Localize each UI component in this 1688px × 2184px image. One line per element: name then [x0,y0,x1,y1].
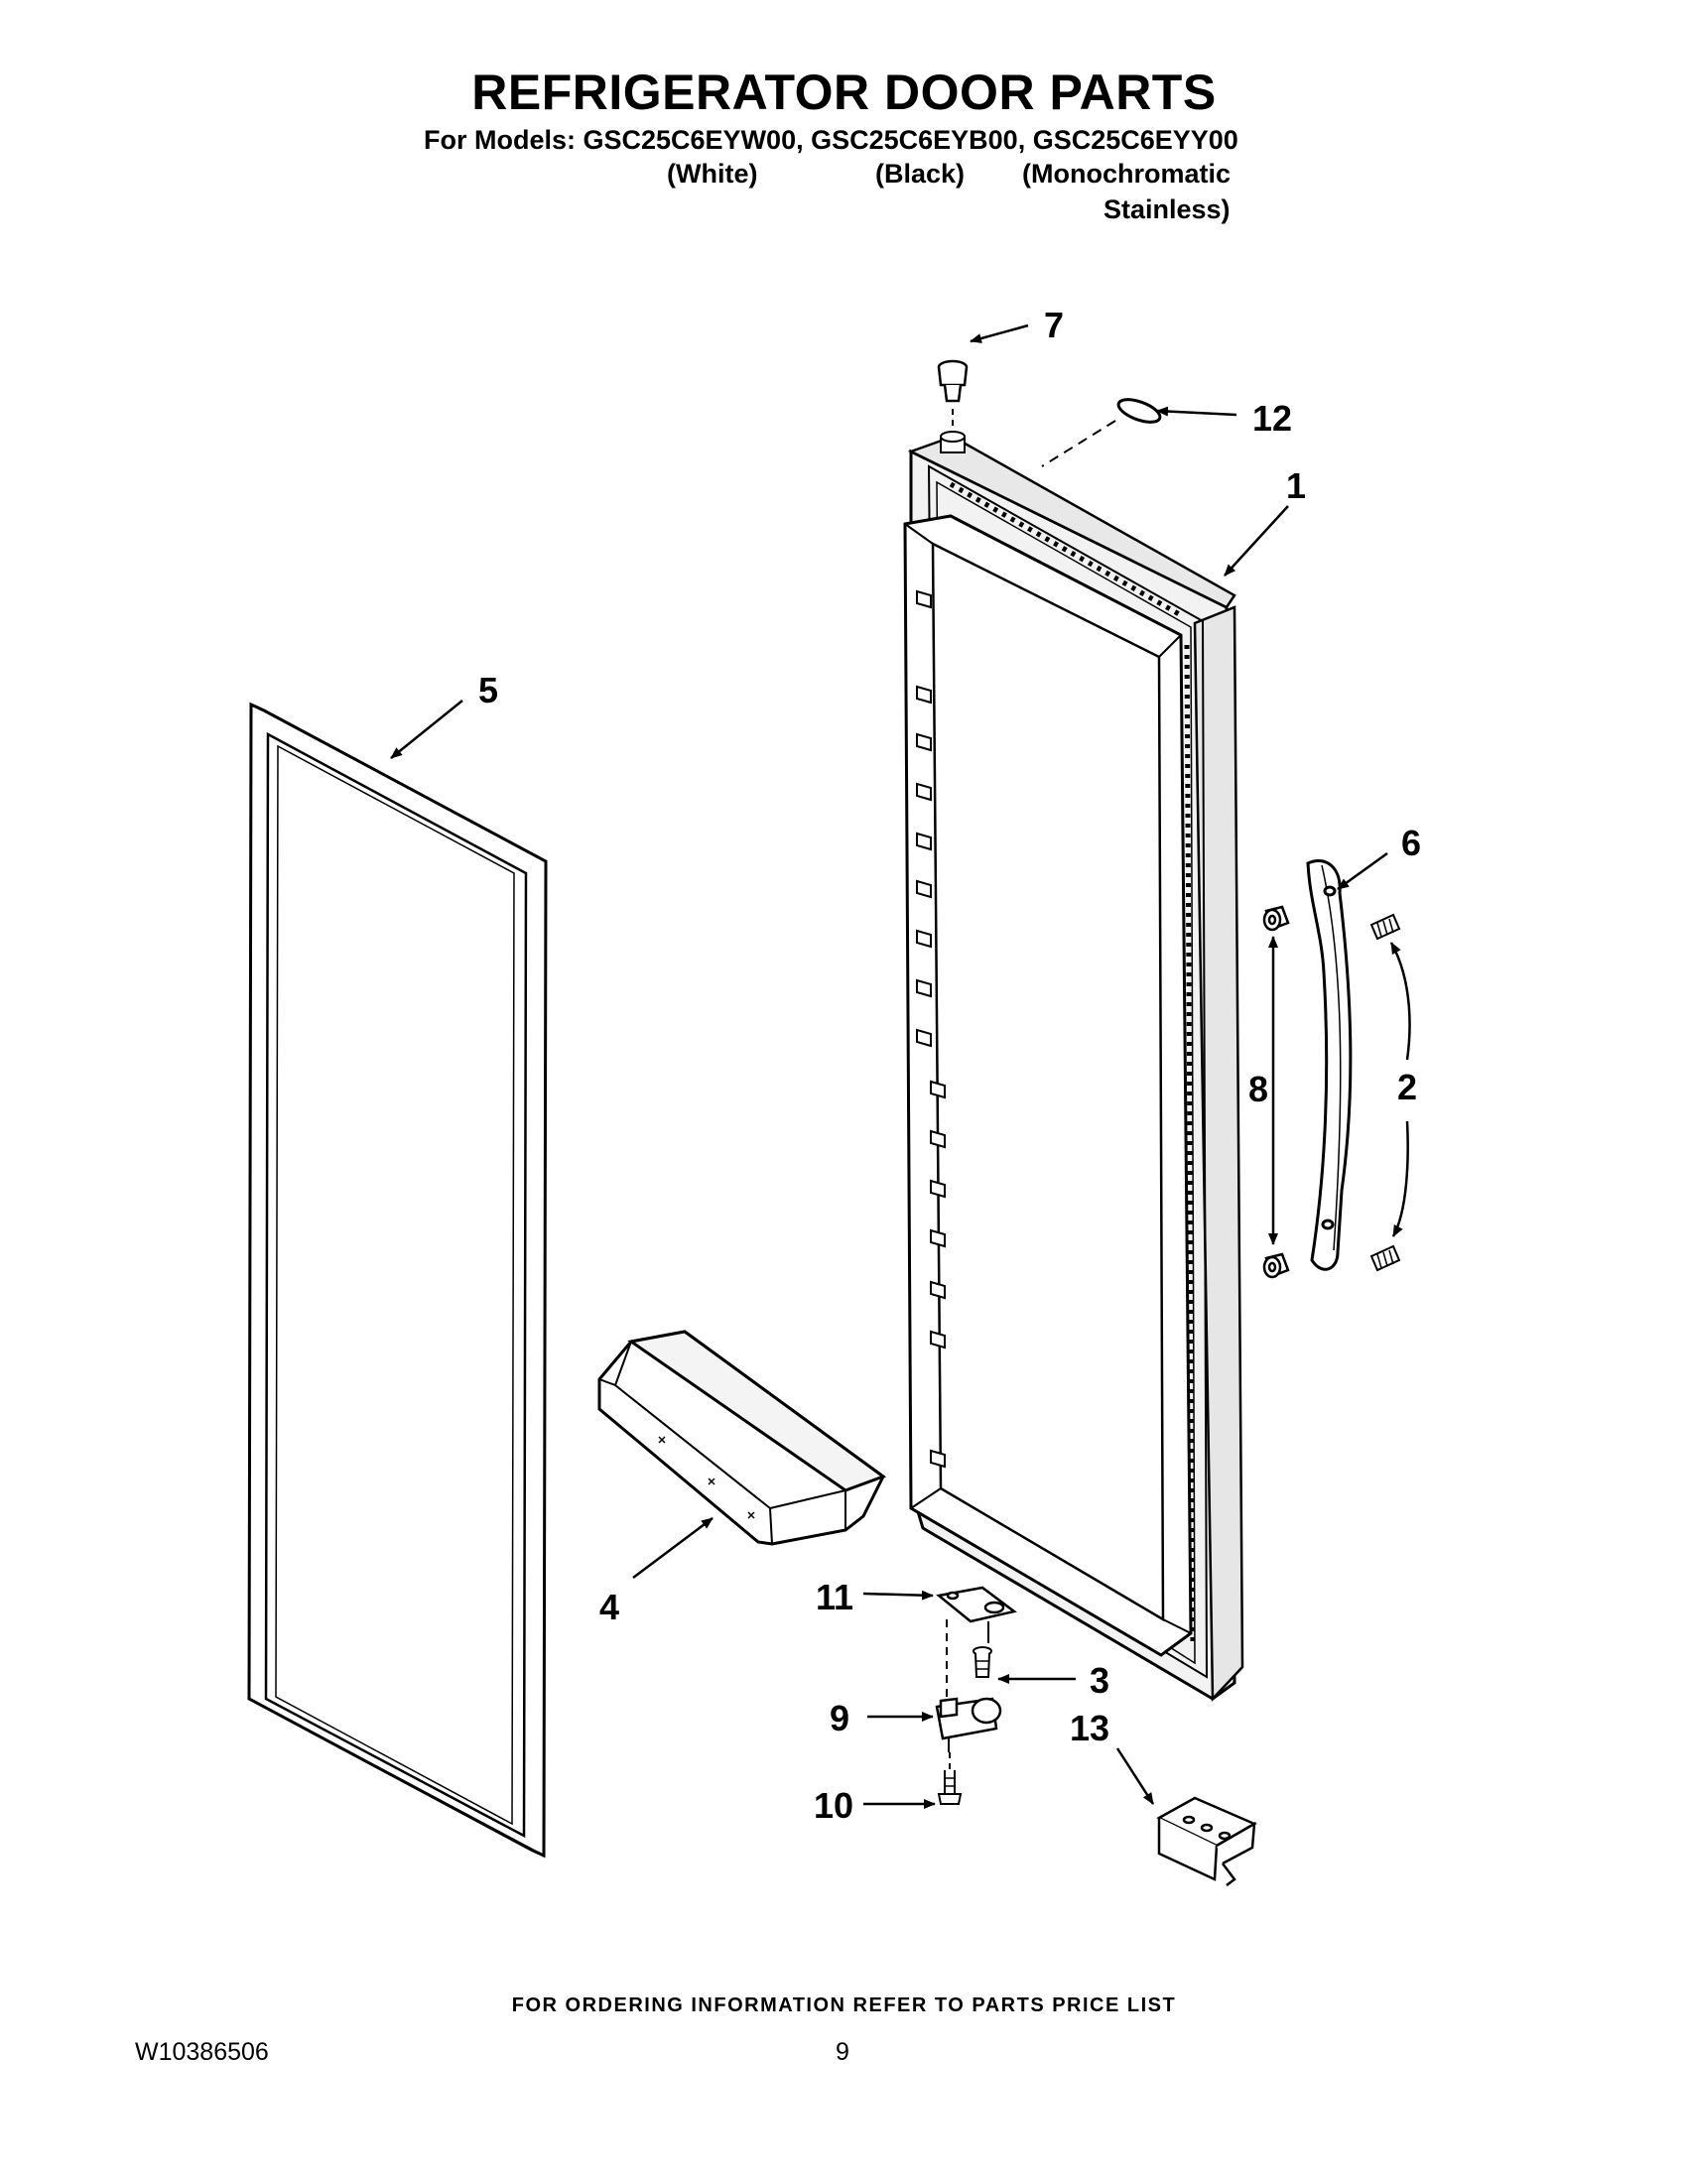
hinge-screw [973,1646,992,1678]
hinge-shim [936,1586,1017,1623]
variant-black: (Black) [875,159,966,189]
variant-stainless: Stainless) [1104,194,1231,224]
callout-1: 1 [1286,465,1306,506]
document-number: W10386506 [135,2038,269,2066]
callout-3: 3 [1090,1660,1109,1701]
page-number: 9 [836,2038,849,2066]
door-gasket [247,702,548,1859]
callout-7: 7 [1044,305,1064,345]
ordering-note: FOR ORDERING INFORMATION REFER TO PARTS … [511,1994,1177,2016]
hinge-cover-bracket [1156,1796,1257,1886]
callout-12: 12 [1252,398,1292,439]
handle-standoff-bottom [1262,1252,1290,1279]
handle-standoff-top [1262,905,1290,932]
callout-13: 13 [1070,1708,1109,1748]
page-title: REFRIGERATOR DOOR PARTS [471,64,1217,120]
callout-6: 6 [1401,823,1421,863]
bottom-hinge [935,1697,1002,1752]
callout-4: 4 [599,1587,619,1627]
variant-monochromatic: (Monochromatic [1022,159,1232,189]
models-line: For Models: GSC25C6EYW00, GSC25C6EYB00, … [424,125,1238,155]
handle-screw-bottom [1369,1244,1401,1272]
door-handle [1306,859,1353,1271]
callout-8: 8 [1248,1069,1268,1109]
refrigerator-door [903,435,1244,1703]
callout-9: 9 [830,1698,849,1738]
callout-2: 2 [1397,1067,1417,1107]
callout-10: 10 [814,1785,853,1826]
door-bin [597,1330,887,1546]
handle-screw-top [1369,913,1401,941]
hinge-pin [937,359,969,403]
variant-white: (White) [667,159,758,189]
hinge-screw-bottom [937,1770,963,1805]
top-hinge-bushing [940,431,966,453]
leader-lines [390,323,1411,1809]
door-cap-ring [1116,398,1162,424]
callout-11: 11 [816,1577,853,1617]
callout-5: 5 [478,670,498,710]
